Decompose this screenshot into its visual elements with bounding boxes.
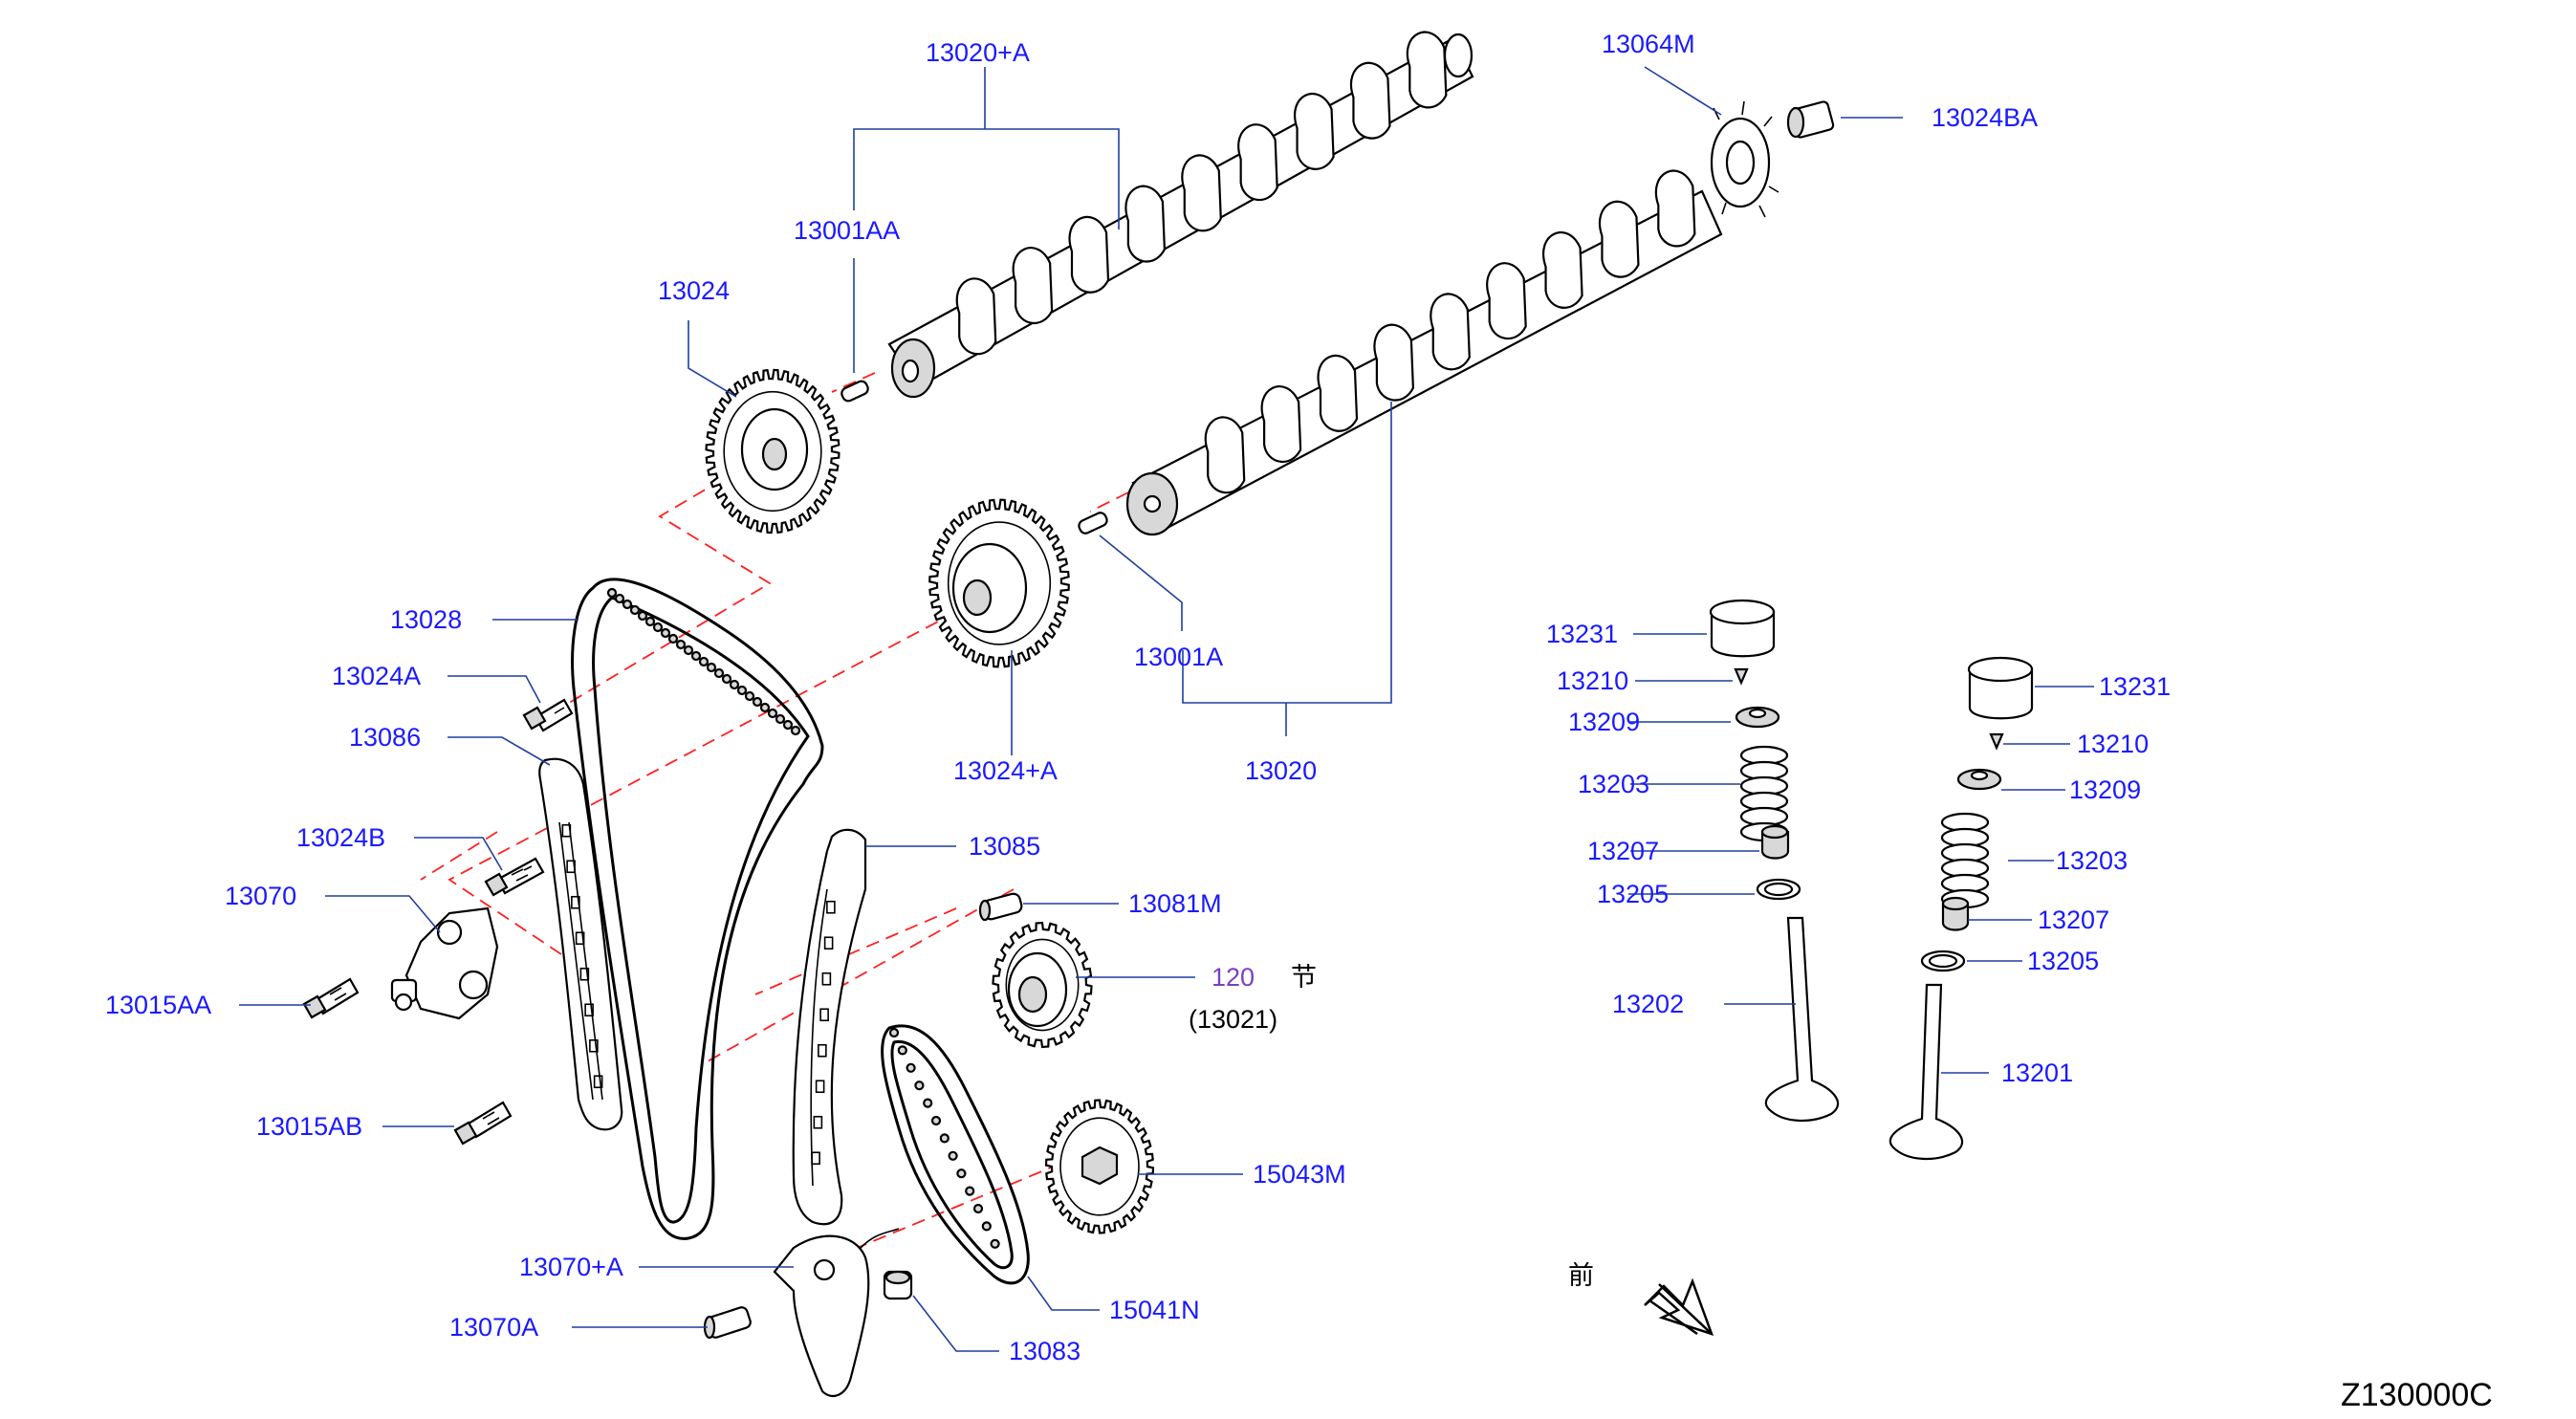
label-13064M[interactable]: 13064M <box>1602 30 1695 58</box>
signal-plate[interactable] <box>1710 100 1779 218</box>
oil-pump-chain-15041N[interactable] <box>881 1024 1030 1285</box>
label-13210-left[interactable]: 13210 <box>1557 666 1628 695</box>
leader-lines <box>239 66 2094 1352</box>
plug-13024BA[interactable] <box>1786 100 1835 139</box>
front-label: 前 <box>1568 1261 1594 1290</box>
label-13024[interactable]: 13024 <box>658 276 730 305</box>
label-13020A[interactable]: 13020+A <box>926 38 1030 67</box>
pin-13081M[interactable] <box>978 892 1023 922</box>
label-13015AB[interactable]: 13015AB <box>256 1112 362 1141</box>
diagram-code: Z130000C <box>2341 1377 2493 1413</box>
dowel-pin-13001AA[interactable] <box>840 380 869 404</box>
label-13028[interactable]: 13028 <box>390 605 462 634</box>
label-13001AA[interactable]: 13001AA <box>794 216 900 245</box>
intake-camshaft[interactable] <box>887 31 1474 399</box>
bolt-13024A[interactable] <box>522 698 574 732</box>
label-13070A[interactable]: 13070A <box>449 1313 538 1342</box>
label-13085[interactable]: 13085 <box>969 832 1040 861</box>
label-13086[interactable]: 13086 <box>349 723 421 752</box>
label-13024BA[interactable]: 13024BA <box>1932 103 2038 132</box>
label-13070[interactable]: 13070 <box>225 882 296 910</box>
label-13209-right[interactable]: 13209 <box>2069 775 2141 804</box>
bolt-13015AB[interactable] <box>453 1101 513 1146</box>
label-13231-right[interactable]: 13231 <box>2099 672 2171 701</box>
label-15041N[interactable]: 15041N <box>1109 1296 1200 1324</box>
centerlines <box>420 372 1129 1263</box>
label-13205-left[interactable]: 13205 <box>1597 880 1669 908</box>
label-13015AA[interactable]: 13015AA <box>105 991 211 1019</box>
valve-train-right[interactable] <box>1888 656 2034 1161</box>
exhaust-camshaft[interactable] <box>1125 169 1723 536</box>
label-13070pA[interactable]: 13070+A <box>519 1253 623 1281</box>
tensioner-arm-13070pA[interactable] <box>773 1228 900 1398</box>
label-13024A[interactable]: 13024A <box>332 662 421 690</box>
chain-tensioner-13070[interactable] <box>390 906 499 1020</box>
timing-chain-13028[interactable] <box>571 578 824 1240</box>
dowel-pin-13001A[interactable] <box>1077 511 1108 535</box>
bolt-13015AA[interactable] <box>302 977 360 1019</box>
label-13021: (13021) <box>1189 1005 1277 1034</box>
label-13083[interactable]: 13083 <box>1009 1337 1081 1365</box>
sprocket-13024pA[interactable] <box>928 498 1070 668</box>
front-arrow-icon <box>1644 1277 1714 1336</box>
valve-train-left[interactable] <box>1709 599 1839 1123</box>
sprocket-13024[interactable] <box>705 368 840 535</box>
label-13024pA[interactable]: 13024+A <box>953 756 1058 785</box>
callout-labels: 13020+A 13001AA 13064M 13024BA 13024 130… <box>105 30 2493 1413</box>
label-13081M[interactable]: 13081M <box>1128 889 1222 918</box>
bolt-13024B[interactable] <box>484 857 545 897</box>
label-13203-left[interactable]: 13203 <box>1578 770 1649 798</box>
label-120-kanji: 节 <box>1291 963 1317 992</box>
oil-pump-sprocket-15043M[interactable] <box>1044 1099 1155 1234</box>
label-13231-left[interactable]: 13231 <box>1546 620 1618 648</box>
tension-guide-13086[interactable] <box>538 757 623 1131</box>
label-13201[interactable]: 13201 <box>2001 1059 2073 1087</box>
label-13202[interactable]: 13202 <box>1612 990 1684 1018</box>
pin-13070A[interactable] <box>703 1306 752 1340</box>
crank-sprocket-13021[interactable] <box>992 921 1093 1049</box>
label-13207-left[interactable]: 13207 <box>1587 837 1659 865</box>
label-15043M[interactable]: 15043M <box>1253 1160 1346 1189</box>
label-120[interactable]: 120 <box>1212 963 1255 992</box>
bushing-13083[interactable] <box>883 1270 913 1300</box>
label-13209-left[interactable]: 13209 <box>1568 708 1640 736</box>
label-13205-right[interactable]: 13205 <box>2027 947 2099 975</box>
label-13001A[interactable]: 13001A <box>1134 643 1223 671</box>
label-13210-right[interactable]: 13210 <box>2077 730 2149 758</box>
label-13203-right[interactable]: 13203 <box>2056 846 2128 875</box>
label-13020[interactable]: 13020 <box>1245 756 1317 785</box>
slack-guide-13085[interactable] <box>792 828 867 1226</box>
label-13024B[interactable]: 13024B <box>296 823 385 852</box>
label-13207-right[interactable]: 13207 <box>2038 906 2109 934</box>
